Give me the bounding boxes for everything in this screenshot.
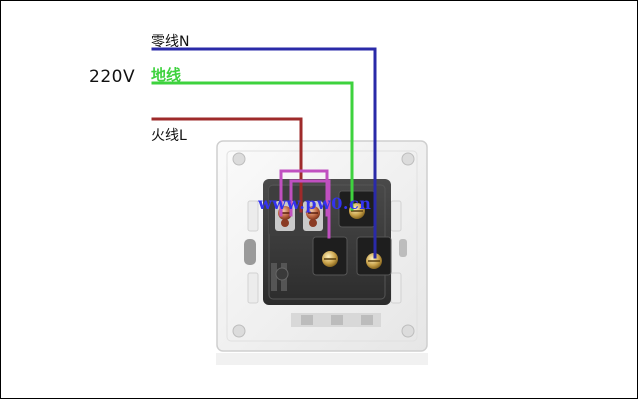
watermark-text: www.pw0.cn (258, 194, 372, 213)
jumper-wire-2 (289, 179, 331, 239)
mounting-hole-bottom-right (401, 324, 415, 338)
neutral-label: 零线N (151, 34, 190, 50)
voltage-label: 220V (89, 67, 136, 87)
ground-wire (151, 81, 354, 211)
mounting-hole-top-right (401, 152, 415, 166)
side-slot-left (244, 239, 256, 265)
mounting-hole-top-left (232, 152, 246, 166)
live-label: 火线L (151, 128, 187, 144)
ground-label: 地线 (151, 66, 182, 84)
plate-shadow (216, 353, 428, 365)
neutral-wire (151, 47, 377, 259)
mounting-hole-bottom-left (232, 324, 246, 338)
jumper-wire-1 (279, 169, 329, 217)
side-slot-right (399, 239, 407, 257)
